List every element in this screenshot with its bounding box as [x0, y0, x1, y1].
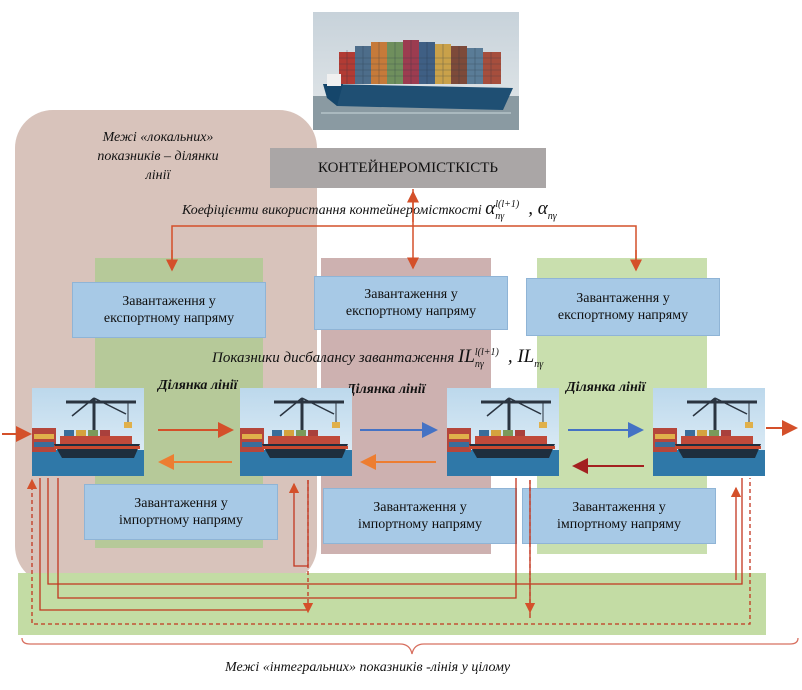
il-comma: ,: [507, 346, 513, 367]
coefficients-label: Коефіцієнти використання контейнеромістк…: [182, 203, 482, 218]
local-limits-line-1: Межі «локальних»: [102, 130, 214, 145]
export-box-3-line-2: експортному напряму: [557, 308, 689, 323]
integral-line-1: [39, 478, 308, 611]
coefficient-formula: αnγl(l+1), αnγ: [485, 198, 557, 222]
export-box-2-line-1: Завантаження у: [364, 287, 458, 302]
import-box-1-line-1: Завантаження у: [134, 496, 228, 511]
export-box-2-line-2: експортному напряму: [345, 304, 477, 319]
export-box-1-line-1: Завантаження у: [122, 294, 216, 309]
integral-dashed-1: [31, 478, 751, 625]
container-ship-image: [313, 12, 519, 130]
alpha-sub-2: nγ: [547, 210, 557, 222]
il-sub-2: nγ: [534, 358, 544, 370]
capacity-label: КОНТЕЙНЕРОМІСТКІСТЬ: [317, 159, 499, 176]
export-box-2: Завантаження у експортному напряму: [314, 276, 508, 330]
capacity-distribution-lines: [166, 189, 642, 272]
container-ship-photo: [313, 12, 519, 130]
section-label-1: Ділянка лінії: [158, 378, 238, 393]
integral-brace: [21, 637, 799, 655]
il-sub: nγ: [474, 358, 484, 370]
import-box-3-line-2: імпортному напряму: [556, 517, 682, 532]
import-box-3: Завантаження у імпортному напряму: [522, 488, 716, 544]
imbalance-formula: ILnγl(l+1), ILnγ: [458, 346, 544, 370]
import-box-2: Завантаження у імпортному напряму: [323, 488, 517, 544]
export-box-1: Завантаження у експортному напряму: [72, 282, 266, 338]
il-symbol: IL: [458, 346, 475, 367]
alpha-symbol: α: [485, 198, 496, 219]
integral-line-2: [57, 478, 517, 599]
coefficients-caption: Коефіцієнти використання контейнеромістк…: [182, 198, 557, 222]
section-label-2: Ділянка лінії: [346, 382, 426, 397]
capacity-bracket: [171, 225, 637, 268]
integral-line-3: [47, 478, 743, 585]
formula-comma: ,: [528, 198, 533, 219]
section-label-3: Ділянка лінії: [566, 380, 646, 395]
local-limits-label: Межі «локальних» показників – ділянки лі…: [70, 128, 246, 185]
import-box-2-line-1: Завантаження у: [373, 500, 467, 515]
local-limits-line-3: лінії: [145, 168, 171, 183]
import-box-3-line-1: Завантаження у: [572, 500, 666, 515]
export-box-3-line-1: Завантаження у: [576, 291, 670, 306]
export-box-3: Завантаження у експортному напряму: [526, 278, 720, 336]
integral-label: Межі «інтегральних» показників -лінія у …: [225, 660, 511, 675]
import-box-1-line-2: імпортному напряму: [118, 513, 244, 528]
import-box-2-line-2: імпортному напряму: [357, 517, 483, 532]
alpha-sup: l(l+1): [495, 198, 520, 210]
imbalance-label: Показники дисбалансу завантаження: [212, 350, 455, 366]
export-box-1-line-2: експортному напряму: [103, 311, 235, 326]
il-symbol-2: IL: [517, 346, 535, 367]
integral-band: [18, 573, 766, 635]
import-box-1: Завантаження у імпортному напряму: [84, 484, 278, 540]
local-limits-line-2: показників – ділянки: [97, 149, 219, 164]
imbalance-caption: Показники дисбалансу завантаження ILnγl(…: [212, 346, 543, 370]
capacity-box: КОНТЕЙНЕРОМІСТКІСТЬ: [270, 148, 546, 188]
il-sup: l(l+1): [474, 346, 499, 358]
integral-solid-lines: [39, 478, 743, 618]
alpha-sub: nγ: [495, 210, 505, 222]
alpha-symbol-2: α: [537, 198, 548, 219]
integral-line-4: [288, 480, 309, 567]
integral-dashed-lines: [26, 478, 751, 625]
